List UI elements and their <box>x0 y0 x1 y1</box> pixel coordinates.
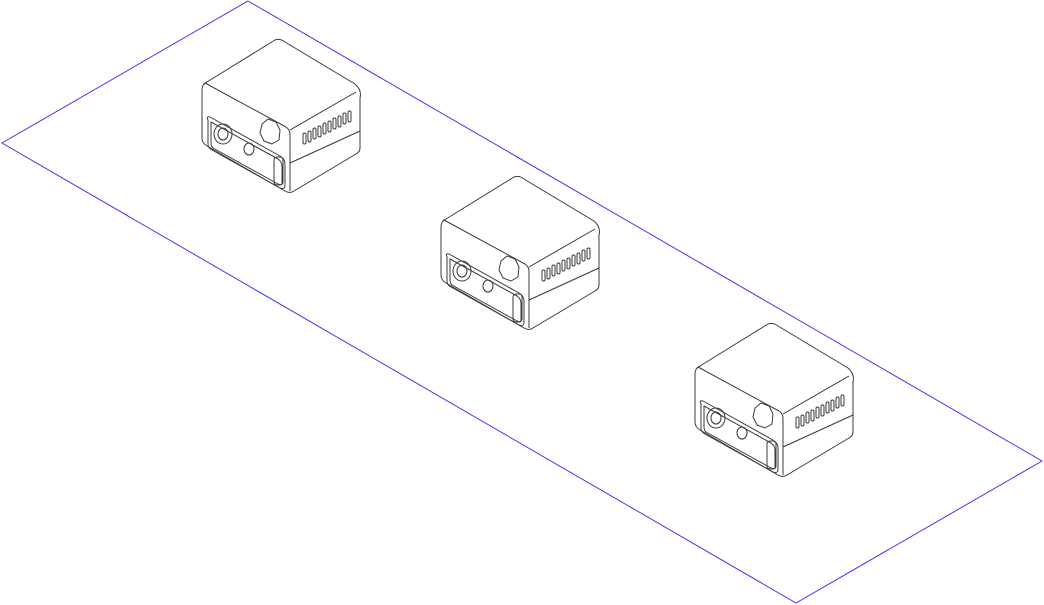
device-1[interactable] <box>201 38 361 194</box>
device-2[interactable] <box>440 175 600 330</box>
device-3[interactable] <box>694 322 854 477</box>
